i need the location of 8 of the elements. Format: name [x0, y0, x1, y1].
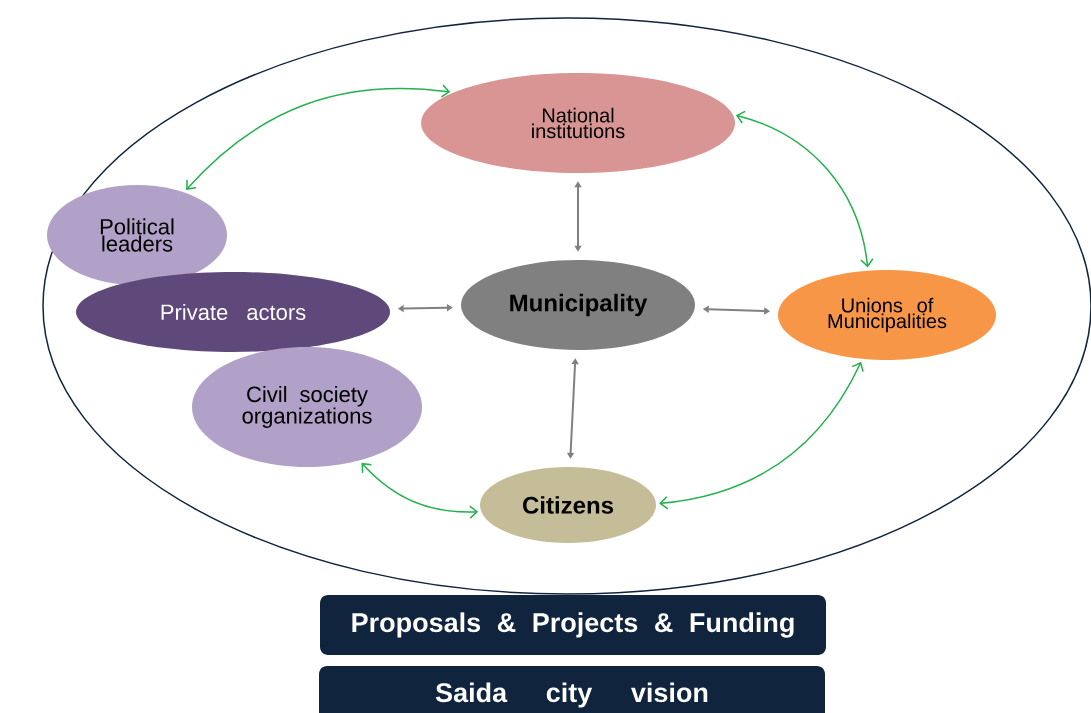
arrow: [574, 181, 582, 252]
banner-box: Saida city vision: [319, 666, 825, 713]
arrow: [659, 361, 864, 510]
arrow: [186, 84, 451, 190]
outer-ellipse: [42, 17, 1091, 595]
arrow: [735, 110, 874, 268]
arrow: [361, 462, 479, 519]
banner-box: Proposals & Projects & Funding: [320, 595, 826, 655]
